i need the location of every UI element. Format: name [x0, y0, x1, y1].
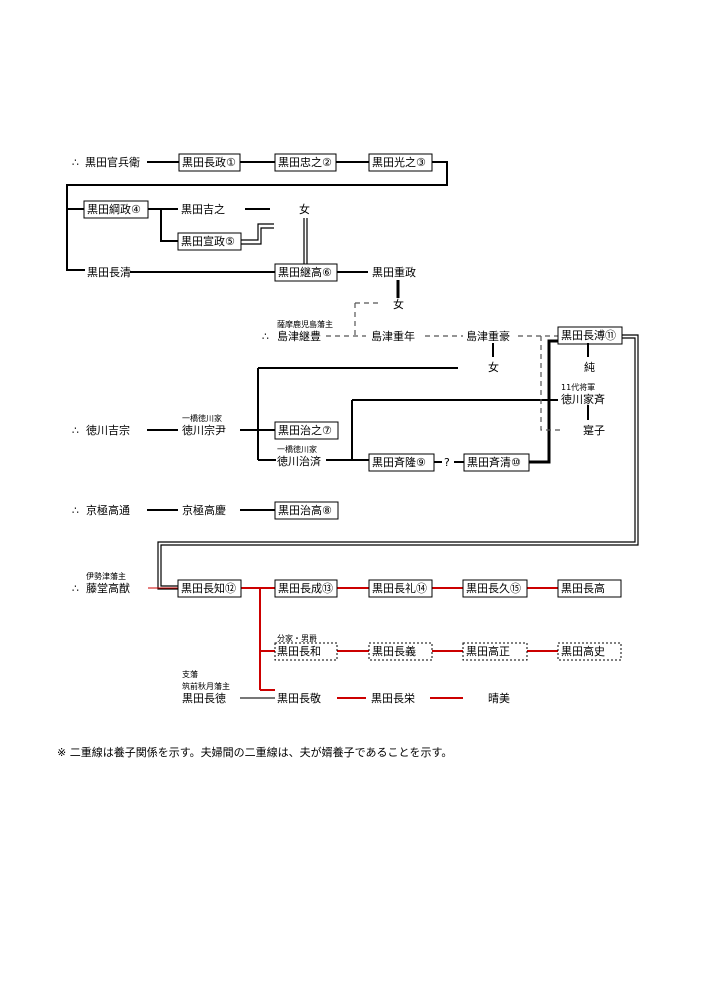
person-nagakazu: 黒田長和 — [277, 645, 321, 658]
therefore-mark: ∴ — [72, 156, 79, 169]
person-nagayoshi2: 黒田長義 — [372, 644, 416, 658]
person-nagamasa: 黒田長政① — [182, 155, 236, 169]
red-lines — [148, 587, 558, 699]
person-nobumasa: 黒田宣政⑤ — [181, 234, 235, 248]
person-kanbee: 黒田官兵衛 — [85, 155, 140, 169]
therefore-mark: ∴ — [262, 330, 269, 343]
dashed-lines — [326, 302, 560, 431]
person-mitsuyuki: 黒田光之③ — [372, 155, 426, 169]
question-mark: ? — [444, 456, 450, 469]
box-mitsuyuki — [368, 153, 433, 172]
boxes — [83, 153, 623, 598]
box-naritaka — [368, 453, 435, 472]
person-nagakiyo: 黒田長清 — [87, 266, 131, 279]
person-nagatoshi: 黒田長敬 — [277, 692, 321, 705]
box-tadayuki — [274, 153, 337, 172]
box-nagayoshi — [368, 579, 433, 598]
person-haruyoshi: 晴美 — [488, 692, 510, 705]
person-nagatomo: 黒田長知⑫ — [181, 581, 236, 595]
therefore-mark: ∴ — [72, 504, 79, 517]
box-nagatomo — [177, 579, 242, 598]
person-shigetoshi: 島津重年 — [371, 329, 415, 343]
person-tsugutaka: 黒田継高⑥ — [278, 265, 332, 279]
person-ienari: 徳川家斉 — [561, 392, 605, 406]
box-nagahiro — [557, 326, 623, 345]
person-onna3: 女 — [488, 360, 499, 374]
thick-connector — [529, 339, 558, 464]
person-nagashige: 黒田長成⑬ — [278, 582, 333, 595]
therefore-mark: ∴ — [72, 424, 79, 437]
dashed-boxes — [274, 642, 622, 661]
box-nagataka — [557, 579, 622, 598]
annotation-satsuma: 薩摩鹿児島藩主 — [277, 319, 333, 329]
person-nagatoku: 黒田長徳 — [182, 692, 226, 705]
person-shigemasa: 黒田重政 — [372, 265, 416, 279]
person-tadayuki: 黒田忠之② — [278, 155, 332, 169]
person-munetada: 徳川宗尹 — [182, 423, 226, 437]
person-nagahiro: 黒田長溥⑪ — [561, 328, 616, 342]
person-takayu: 藤堂高猷 — [86, 581, 130, 595]
box-nobumasa — [177, 232, 242, 251]
person-onna1: 女 — [299, 202, 310, 216]
person-harusada: 徳川治済 — [277, 454, 321, 468]
annotation-bunke: 分家・男爵 — [277, 633, 317, 643]
connector-lines — [66, 161, 589, 699]
annotation-hitotsubashi2: 一橋徳川家 — [277, 444, 317, 454]
person-nagahisa: 黒田長久⑮ — [466, 582, 521, 595]
person-harutaka: 黒田治高⑧ — [278, 503, 332, 517]
annotation-shihan: 支藩 — [182, 669, 198, 679]
person-onna2: 女 — [393, 297, 404, 311]
box-nagamasa — [178, 153, 241, 172]
person-jun: 純 — [584, 361, 595, 374]
person-naritaka: 黒田斉隆⑨ — [372, 455, 426, 469]
box-haruyuki — [274, 421, 339, 440]
person-takayoshi: 京極高慶 — [182, 503, 226, 517]
person-takamichi: 京極高通 — [86, 503, 130, 517]
annotation-ise: 伊勢津藩主 — [86, 571, 126, 581]
person-haruyuki: 黒田治之⑦ — [278, 423, 332, 437]
annotation-shogun: 11代将軍 — [561, 382, 595, 392]
adoption-double-lines — [157, 218, 639, 590]
person-tsugutoyo: 島津継豊 — [277, 329, 321, 343]
person-nagataka: 黒田長高 — [561, 581, 605, 595]
box-tsugutaka — [274, 263, 338, 282]
person-takamasa: 黒田高正 — [466, 644, 510, 658]
annotation-hitotsubashi1: 一橋徳川家 — [182, 413, 222, 423]
footnote: ※ 二重線は養子関係を示す。夫婦間の二重線は、夫が婿養子であることを示す。 — [57, 746, 453, 759]
box-nagakazu — [274, 642, 338, 661]
box-nagashige — [274, 579, 338, 598]
person-yoshiyuki: 黒田吉之 — [181, 202, 225, 216]
box-narikiyo — [463, 453, 530, 472]
person-shigehide: 島津重豪 — [466, 329, 510, 343]
person-yoshimune: 徳川吉宗 — [86, 423, 130, 437]
box-nagahisa — [462, 579, 528, 598]
annotation-akizuki: 筑前秋月藩主 — [182, 681, 230, 691]
box-tsunamasa — [83, 200, 149, 219]
person-nagayoshi: 黒田長礼⑭ — [372, 581, 427, 595]
box-harutaka — [274, 501, 339, 520]
therefore-marks: ∴ ∴ ∴ ∴ ∴ — [72, 156, 269, 595]
therefore-mark: ∴ — [72, 582, 79, 595]
person-takashi: 黒田高史 — [561, 644, 605, 658]
box-takamasa — [462, 642, 528, 661]
person-tsunamasa: 黒田綱政④ — [87, 202, 141, 216]
person-narikiyo: 黒田斉清⑩ — [467, 455, 521, 469]
person-nagashige2: 黒田長栄 — [371, 691, 415, 705]
person-labels: 黒田官兵衛 黒田長政① 黒田忠之② 黒田光之③ 黒田綱政④ 黒田吉之 女 黒田宣… — [85, 155, 616, 705]
person-kanko: 寔子 — [583, 423, 605, 437]
